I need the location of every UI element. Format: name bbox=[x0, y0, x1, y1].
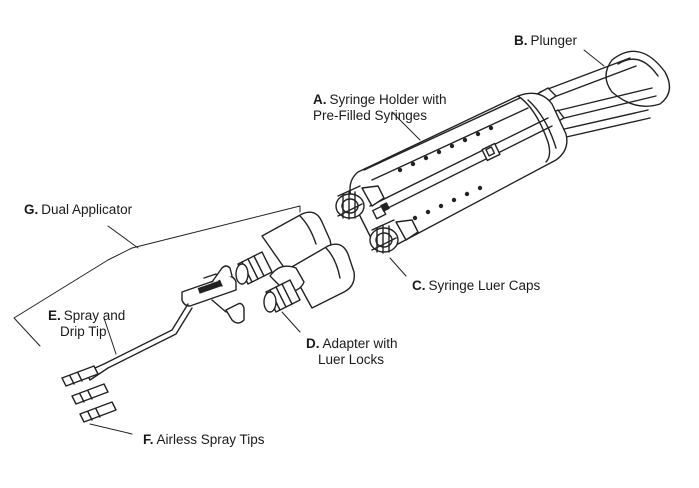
label-plunger: B.Plunger bbox=[514, 33, 578, 48]
adapter-with-luer-locks bbox=[235, 211, 355, 313]
airless-spray-tips bbox=[61, 365, 117, 423]
label-airless-spray-tips: F.Airless Spray Tips bbox=[143, 432, 265, 447]
leader-line-b bbox=[583, 49, 605, 67]
label-syringe-luer-caps: C.Syringe Luer Caps bbox=[412, 278, 541, 293]
leader-line-a bbox=[391, 111, 421, 141]
label-dual-applicator: G.Dual Applicator bbox=[24, 202, 133, 217]
leader-lines bbox=[13, 49, 605, 435]
leader-line-g bbox=[107, 225, 139, 249]
leader-line-e bbox=[103, 317, 117, 355]
syringe-luer-caps bbox=[335, 185, 419, 254]
label-spray-and-drip-tip: E.Spray and Drip Tip bbox=[48, 308, 126, 339]
syringe-holder bbox=[349, 92, 568, 248]
leader-line-g-bracket bbox=[13, 205, 301, 319]
label-adapter-with-luer-locks: D.Adapter with Luer Locks bbox=[306, 336, 398, 367]
leader-line-d bbox=[281, 311, 301, 333]
label-syringe-holder: A.Syringe Holder with Pre-Filled Syringe… bbox=[313, 92, 447, 123]
leader-line-c bbox=[389, 257, 407, 277]
leader-line-g-end bbox=[13, 317, 41, 347]
leader-line-f bbox=[89, 423, 133, 435]
